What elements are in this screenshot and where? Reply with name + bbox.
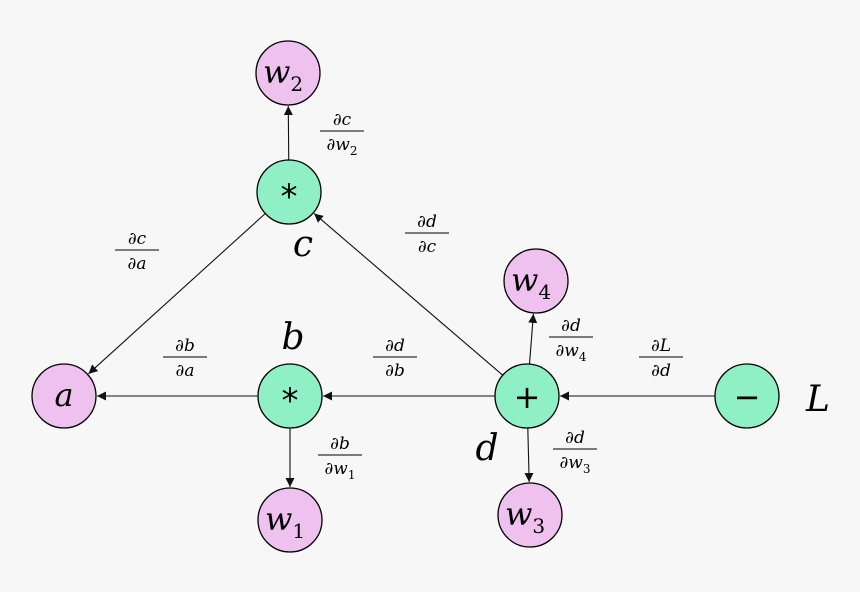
symbol-main: w [263, 53, 290, 91]
node-b-name: b [281, 317, 304, 358]
denominator-subscript: 3 [583, 462, 591, 476]
node-names: b c d L [281, 224, 829, 469]
fraction-numerator: ∂c [128, 229, 147, 249]
node-a-symbol: a [54, 376, 73, 414]
edge-c-to-a [88, 213, 266, 375]
node-c-circle [256, 159, 322, 225]
fraction-numerator: ∂d [417, 212, 437, 232]
fraction-numerator: ∂d [385, 336, 405, 356]
partial-derivative-label: ∂c ∂a [115, 229, 159, 274]
fraction-numerator: ∂d [561, 316, 581, 336]
fraction-numerator: ∂d [565, 428, 585, 448]
node-L-name: L [805, 379, 830, 420]
edge-d-to-c [313, 213, 504, 376]
node-b-circle [257, 363, 323, 429]
denominator-symbol: ∂a [128, 254, 147, 274]
denominator-symbol: ∂c [418, 237, 437, 257]
denominator-symbol: ∂w [560, 453, 584, 473]
partial-derivative-label: ∂c ∂w2 [320, 110, 364, 158]
symbol-main: w [505, 495, 532, 533]
node-b: * [257, 363, 323, 429]
denominator-subscript: 2 [350, 144, 358, 158]
node-w3-circle [497, 482, 563, 548]
node-w4: w4 [503, 248, 569, 314]
fraction-denominator: ∂w4 [556, 341, 587, 364]
node-w3-symbol: w3 [505, 495, 545, 538]
fraction-denominator: ∂c [418, 237, 437, 257]
partial-derivative-label: ∂d ∂w3 [553, 428, 597, 476]
node-d-circle [494, 363, 560, 429]
node-w4-symbol: w4 [511, 261, 551, 304]
node-L-operator: − [734, 378, 761, 416]
fraction-denominator: ∂a [176, 361, 195, 381]
symbol-main: w [511, 261, 538, 299]
node-d-name: d [475, 428, 498, 469]
partial-derivative-label: ∂d ∂w4 [549, 316, 593, 364]
symbol-subscript: 1 [292, 519, 305, 543]
denominator-symbol: ∂w [327, 135, 351, 155]
fraction-numerator: ∂b [330, 434, 350, 454]
fraction-denominator: ∂d [651, 361, 671, 381]
symbol-main: a [54, 376, 73, 414]
node-w2-symbol: w2 [263, 53, 303, 96]
denominator-symbol: ∂d [651, 361, 671, 381]
node-w4-circle [503, 248, 569, 314]
denominator-symbol: ∂b [385, 361, 405, 381]
node-a-circle [31, 363, 97, 429]
fraction-numerator: ∂L [651, 336, 671, 356]
partial-derivative-label: ∂d ∂b [373, 336, 417, 381]
node-b-operator: * [282, 381, 299, 421]
node-w1-circle [257, 487, 323, 553]
node-c: * [256, 159, 322, 225]
symbol-main: w [265, 500, 292, 538]
node-w1-symbol: w1 [265, 500, 305, 543]
denominator-subscript: 4 [579, 350, 587, 364]
fraction-denominator: ∂w3 [560, 453, 591, 476]
node-w3: w3 [497, 482, 563, 548]
denominator-symbol: ∂w [325, 459, 349, 479]
node-c-name: c [293, 224, 313, 265]
node-L: − [714, 363, 780, 429]
node-L-circle [714, 363, 780, 429]
symbol-subscript: 2 [290, 72, 303, 96]
denominator-symbol: ∂a [176, 361, 195, 381]
node-a: a [31, 363, 97, 429]
fraction-denominator: ∂b [385, 361, 405, 381]
denominator-symbol: ∂w [556, 341, 580, 361]
node-w1: w1 [257, 487, 323, 553]
partial-derivative-label: ∂L ∂d [639, 336, 683, 381]
node-w2-circle [255, 40, 321, 106]
edge-d-to-w3 [524, 427, 534, 483]
partial-derivative-label: ∂b ∂a [163, 336, 207, 381]
node-d-operator: + [514, 378, 541, 416]
edge-labels: ∂c∂w2∂c∂a∂d∂c∂b∂a∂b∂w1∂d∂b∂d∂w4∂d∂w3∂L∂d [115, 110, 683, 482]
node-c-operator: * [281, 177, 298, 217]
edges [88, 105, 715, 487]
fraction-numerator: ∂c [333, 110, 352, 130]
edge-d-to-w4 [528, 313, 538, 365]
partial-derivative-label: ∂d ∂c [405, 212, 449, 257]
partial-derivative-label: ∂b ∂w1 [318, 434, 362, 482]
node-w2: w2 [255, 40, 321, 106]
fraction-denominator: ∂w2 [327, 135, 358, 158]
symbol-subscript: 3 [532, 514, 545, 538]
fraction-denominator: ∂a [128, 254, 147, 274]
symbol-subscript: 4 [538, 280, 551, 304]
denominator-subscript: 1 [348, 468, 356, 482]
fraction-denominator: ∂w1 [325, 459, 356, 482]
fraction-numerator: ∂b [175, 336, 195, 356]
node-d: + [494, 363, 560, 429]
